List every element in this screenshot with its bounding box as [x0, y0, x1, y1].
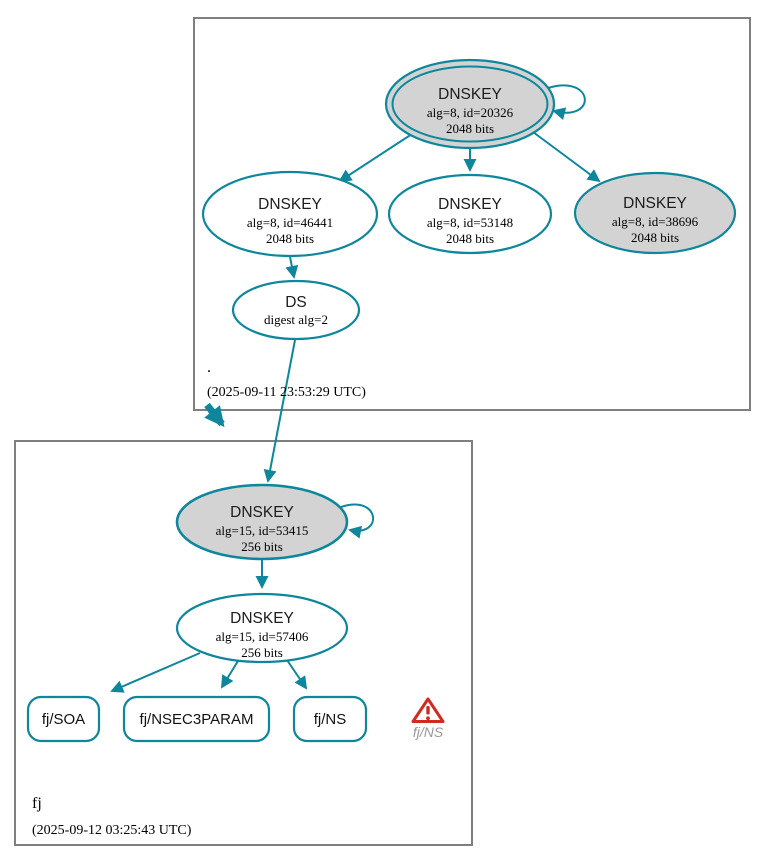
- node-size: 2048 bits: [446, 231, 494, 246]
- node-root-key-46441[interactable]: DNSKEY alg=8, id=46441 2048 bits: [201, 170, 379, 258]
- rrset-label: fj/SOA: [42, 711, 85, 728]
- node-detail: alg=15, id=57406: [216, 629, 309, 644]
- node-detail: alg=8, id=46441: [247, 215, 333, 230]
- warning-triangle-icon[interactable]: [411, 697, 445, 723]
- warning-rrset-label: fj/NS: [413, 724, 444, 740]
- node-detail: alg=8, id=53148: [427, 215, 513, 230]
- edge-root-ksk-to-key-46441: [338, 133, 413, 183]
- node-root-key-53148[interactable]: DNSKEY alg=8, id=53148 2048 bits: [387, 173, 553, 255]
- node-size: 256 bits: [241, 645, 283, 660]
- node-title: DNSKEY: [230, 504, 294, 521]
- node-rrset-fj-nsec3param[interactable]: fj/NSEC3PARAM: [122, 695, 271, 743]
- node-detail: alg=15, id=53415: [216, 523, 309, 538]
- node-title: DS: [285, 294, 307, 311]
- node-rrset-fj-ns[interactable]: fj/NS: [292, 695, 368, 743]
- edge-fj-zsk-to-nsec3param: [220, 660, 239, 689]
- node-fj-ksk-53415[interactable]: DNSKEY alg=15, id=53415 256 bits: [175, 483, 349, 561]
- node-fj-zsk-57406[interactable]: DNSKEY alg=15, id=57406 256 bits: [175, 592, 349, 664]
- node-size: 2048 bits: [631, 230, 679, 245]
- edge-root-ksk-self-sign: [547, 84, 586, 120]
- node-root-key-38696[interactable]: DNSKEY alg=8, id=38696 2048 bits: [573, 171, 737, 255]
- edge-key-46441-to-ds: [285, 256, 299, 279]
- node-detail: digest alg=2: [264, 312, 328, 327]
- node-title: DNSKEY: [230, 610, 294, 627]
- node-detail: alg=8, id=20326: [427, 105, 514, 120]
- node-detail: alg=8, id=38696: [612, 214, 699, 229]
- node-size: 256 bits: [241, 539, 283, 554]
- node-size: 2048 bits: [266, 231, 314, 246]
- node-rrset-fj-soa[interactable]: fj/SOA: [26, 695, 101, 743]
- node-title: DNSKEY: [438, 196, 502, 213]
- edge-fj-ksk-self-sign: [340, 503, 375, 539]
- rrset-label: fj/NSEC3PARAM: [140, 711, 254, 728]
- rrset-label: fj/NS: [314, 711, 347, 728]
- node-root-ds[interactable]: DS digest alg=2: [231, 279, 361, 341]
- fj-zone-label: fj: [32, 795, 42, 812]
- root-zone-timestamp: (2025-09-11 23:53:29 UTC): [207, 385, 366, 400]
- node-root-ksk-20326[interactable]: DNSKEY alg=8, id=20326 2048 bits: [384, 58, 556, 150]
- node-title: DNSKEY: [623, 195, 687, 212]
- edge-root-delegation-to-fj: [204, 402, 225, 428]
- edge-fj-zsk-to-ns: [286, 659, 308, 690]
- edge-ds-to-fj-ksk: [263, 339, 296, 483]
- root-zone-label: .: [207, 359, 211, 376]
- node-size: 2048 bits: [446, 121, 494, 136]
- edge-root-ksk-to-key-38696: [532, 131, 601, 183]
- fj-zone-timestamp: (2025-09-12 03:25:43 UTC): [32, 823, 192, 838]
- node-title: DNSKEY: [258, 196, 322, 213]
- node-title: DNSKEY: [438, 86, 502, 103]
- edge-fj-zsk-to-soa: [110, 652, 201, 693]
